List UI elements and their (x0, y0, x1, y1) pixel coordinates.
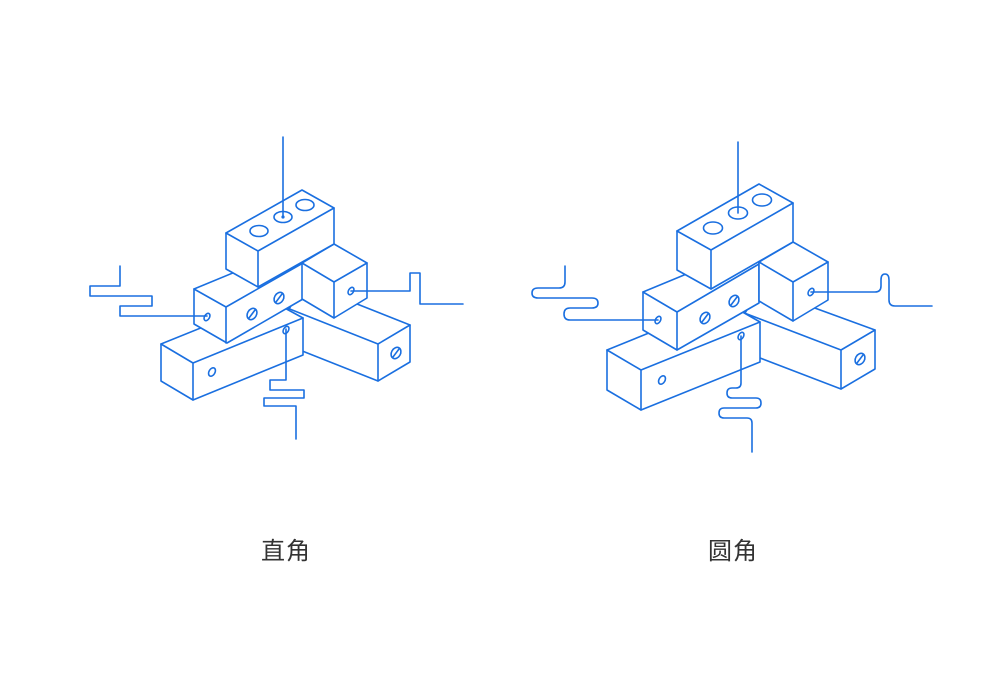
connector-lines-square (89, 136, 464, 440)
figure-round-corner: 圆角 (500, 0, 1000, 680)
isometric-blocks-square (89, 136, 464, 440)
caption-square-corner: 直角 (261, 537, 311, 565)
figure-square-corner: 直角 (89, 136, 464, 565)
block-assembly (160, 189, 411, 401)
connector-lines-round (531, 141, 933, 453)
isometric-blocks-round (531, 141, 933, 453)
block-assembly (606, 183, 876, 411)
caption-round-corner: 圆角 (708, 537, 758, 565)
